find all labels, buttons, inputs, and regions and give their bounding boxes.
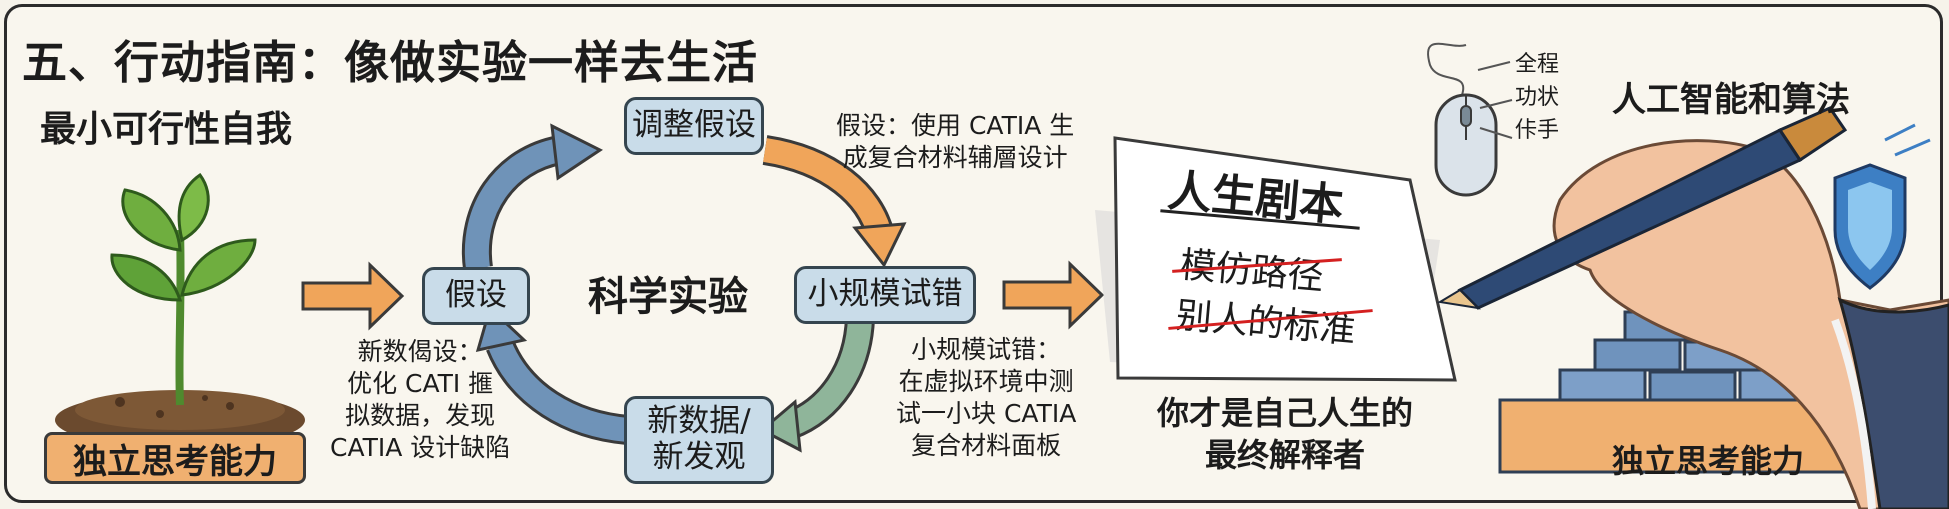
pen-icon xyxy=(1437,106,1848,310)
script-caption-line1: 你才是自己人生的 xyxy=(1156,394,1413,432)
note-adjust-line: 成复合材料辅層设计 xyxy=(842,143,1068,172)
script-caption: 你才是自己人生的 最终解释者 xyxy=(1130,392,1440,476)
right-label: 独立思考能力 xyxy=(1612,442,1805,480)
script-caption-line2: 最终解释者 xyxy=(1204,436,1365,474)
arrow-right-icon xyxy=(301,261,405,331)
note-trial-line: 试一小块 CATIA xyxy=(896,399,1077,428)
left-heading: 最小可行性自我 xyxy=(40,109,293,150)
mouse-label: 功状 xyxy=(1515,85,1560,110)
note-adjust: 假设：使用 CATIA 生 成复合材料辅層设计 xyxy=(836,110,1074,174)
cycle-arrow-down-green xyxy=(759,316,875,453)
cycle-arrow-up-blue xyxy=(461,123,603,271)
note-trial-line: 复合材料面板 xyxy=(911,431,1062,460)
mouse-label: 佧手 xyxy=(1515,118,1560,143)
node-newdata-line2: 新发观 xyxy=(652,439,746,475)
node-adjust: 调整假设 xyxy=(624,97,764,155)
node-newdata-line1: 新数据/ xyxy=(647,403,751,440)
note-newdata-line: 拟数据，发现 xyxy=(345,401,496,430)
note-newdata-line: 优化 CATI 㨤 xyxy=(347,369,494,398)
node-newdata: 新数据/ 新发观 xyxy=(624,396,774,484)
shield-icon xyxy=(1833,123,1931,290)
node-trial: 小规模试错 xyxy=(794,266,976,324)
cycle-center-label: 科学实验 xyxy=(588,274,748,320)
node-hypothesis: 假设 xyxy=(422,267,530,325)
script-paper xyxy=(1095,136,1457,382)
note-adjust-line: 假设：使用 CATIA 生 xyxy=(836,111,1075,140)
note-newdata-line: 新数偈设： xyxy=(357,337,483,366)
poster-title: 五、行动指南：像做实验一样去生活 xyxy=(22,36,759,89)
hand-icon xyxy=(1552,139,1949,509)
note-newdata: 新数偈设： 优化 CATI 㨤 拟数据，发现 CATIA 设计缺陷 xyxy=(330,336,510,464)
note-newdata-line: CATIA 设计缺陷 xyxy=(330,433,511,462)
sprout-icon xyxy=(55,172,305,448)
right-heading: 人工智能和算法 xyxy=(1612,80,1850,120)
arrow-right-icon-2 xyxy=(1002,260,1105,330)
mouse-label: 全程 xyxy=(1515,52,1560,77)
note-trial-line: 在虚拟环境中测 xyxy=(898,367,1074,396)
mouse-icon xyxy=(1427,42,1513,197)
mouse-labels: 全程 功状 佧手 xyxy=(1515,48,1559,147)
left-label: 独立思考能力 xyxy=(44,432,306,484)
note-trial: 小规模试错： 在虚拟环境中测 试一小块 CATIA 复合材料面板 xyxy=(896,334,1076,462)
note-trial-line: 小规模试错： xyxy=(911,335,1062,364)
cycle-arrow-down-orange xyxy=(762,135,907,268)
